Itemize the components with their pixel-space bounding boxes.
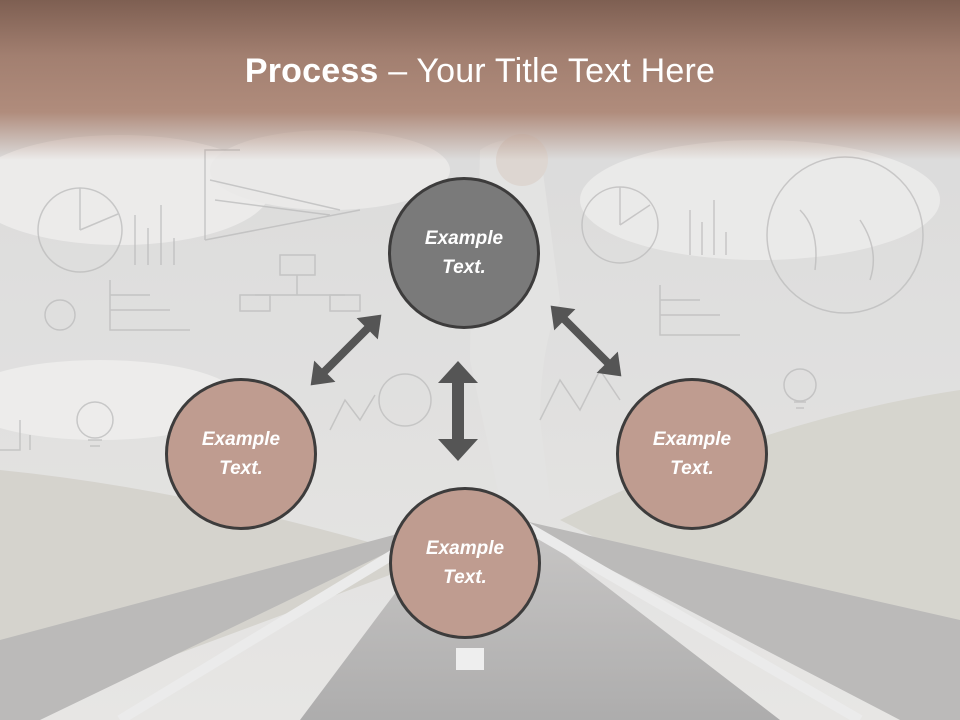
node-top: Example Text. xyxy=(388,177,540,329)
title-band xyxy=(0,0,960,160)
node-left-text: Example Text. xyxy=(201,429,281,479)
node-top-text: Example Text. xyxy=(424,228,504,278)
node-right-text: Example Text. xyxy=(652,429,732,479)
title-rest: – Your Title Text Here xyxy=(378,52,716,90)
slide-title: Process – Your Title Text Here xyxy=(0,52,960,91)
node-left: Example Text. xyxy=(165,378,317,530)
node-bottom-text: Example Text. xyxy=(425,538,505,588)
title-bold: Process xyxy=(244,52,379,90)
node-bottom: Example Text. xyxy=(389,487,541,639)
node-right: Example Text. xyxy=(616,378,768,530)
